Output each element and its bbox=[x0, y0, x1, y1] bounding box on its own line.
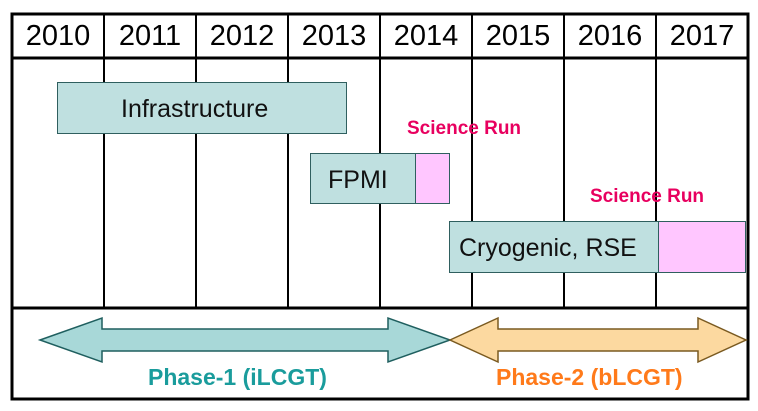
science-run-bar-fpmi bbox=[415, 153, 450, 204]
task-label-fpmi: FPMI bbox=[328, 166, 388, 194]
phase-2-arrow bbox=[448, 316, 748, 364]
year-2010: 2010 bbox=[25, 20, 91, 52]
year-2017: 2017 bbox=[669, 20, 735, 52]
year-2011: 2011 bbox=[118, 20, 182, 52]
science-run-label-cryogenic: Science Run bbox=[590, 186, 705, 207]
year-2012: 2012 bbox=[209, 20, 275, 52]
task-label-infrastructure: Infrastructure bbox=[121, 95, 269, 123]
phase-1-label: Phase-1 (iLCGT) bbox=[148, 364, 327, 390]
task-label-cryogenic-rse: Cryogenic, RSE bbox=[459, 234, 637, 262]
task-bar-cryogenic-rse: Cryogenic, RSE bbox=[449, 221, 659, 273]
science-run-bar-cryogenic bbox=[658, 221, 746, 273]
year-2014: 2014 bbox=[393, 20, 459, 52]
phase-2-label: Phase-2 (bLCGT) bbox=[496, 364, 683, 390]
phase-1-arrow bbox=[37, 316, 453, 364]
year-2013: 2013 bbox=[301, 20, 367, 52]
science-run-label-fpmi: Science Run bbox=[407, 118, 522, 139]
year-2015: 2015 bbox=[485, 20, 551, 52]
task-bar-infrastructure: Infrastructure bbox=[57, 82, 347, 134]
task-bar-fpmi: FPMI bbox=[310, 153, 416, 204]
year-2016: 2016 bbox=[577, 20, 643, 52]
